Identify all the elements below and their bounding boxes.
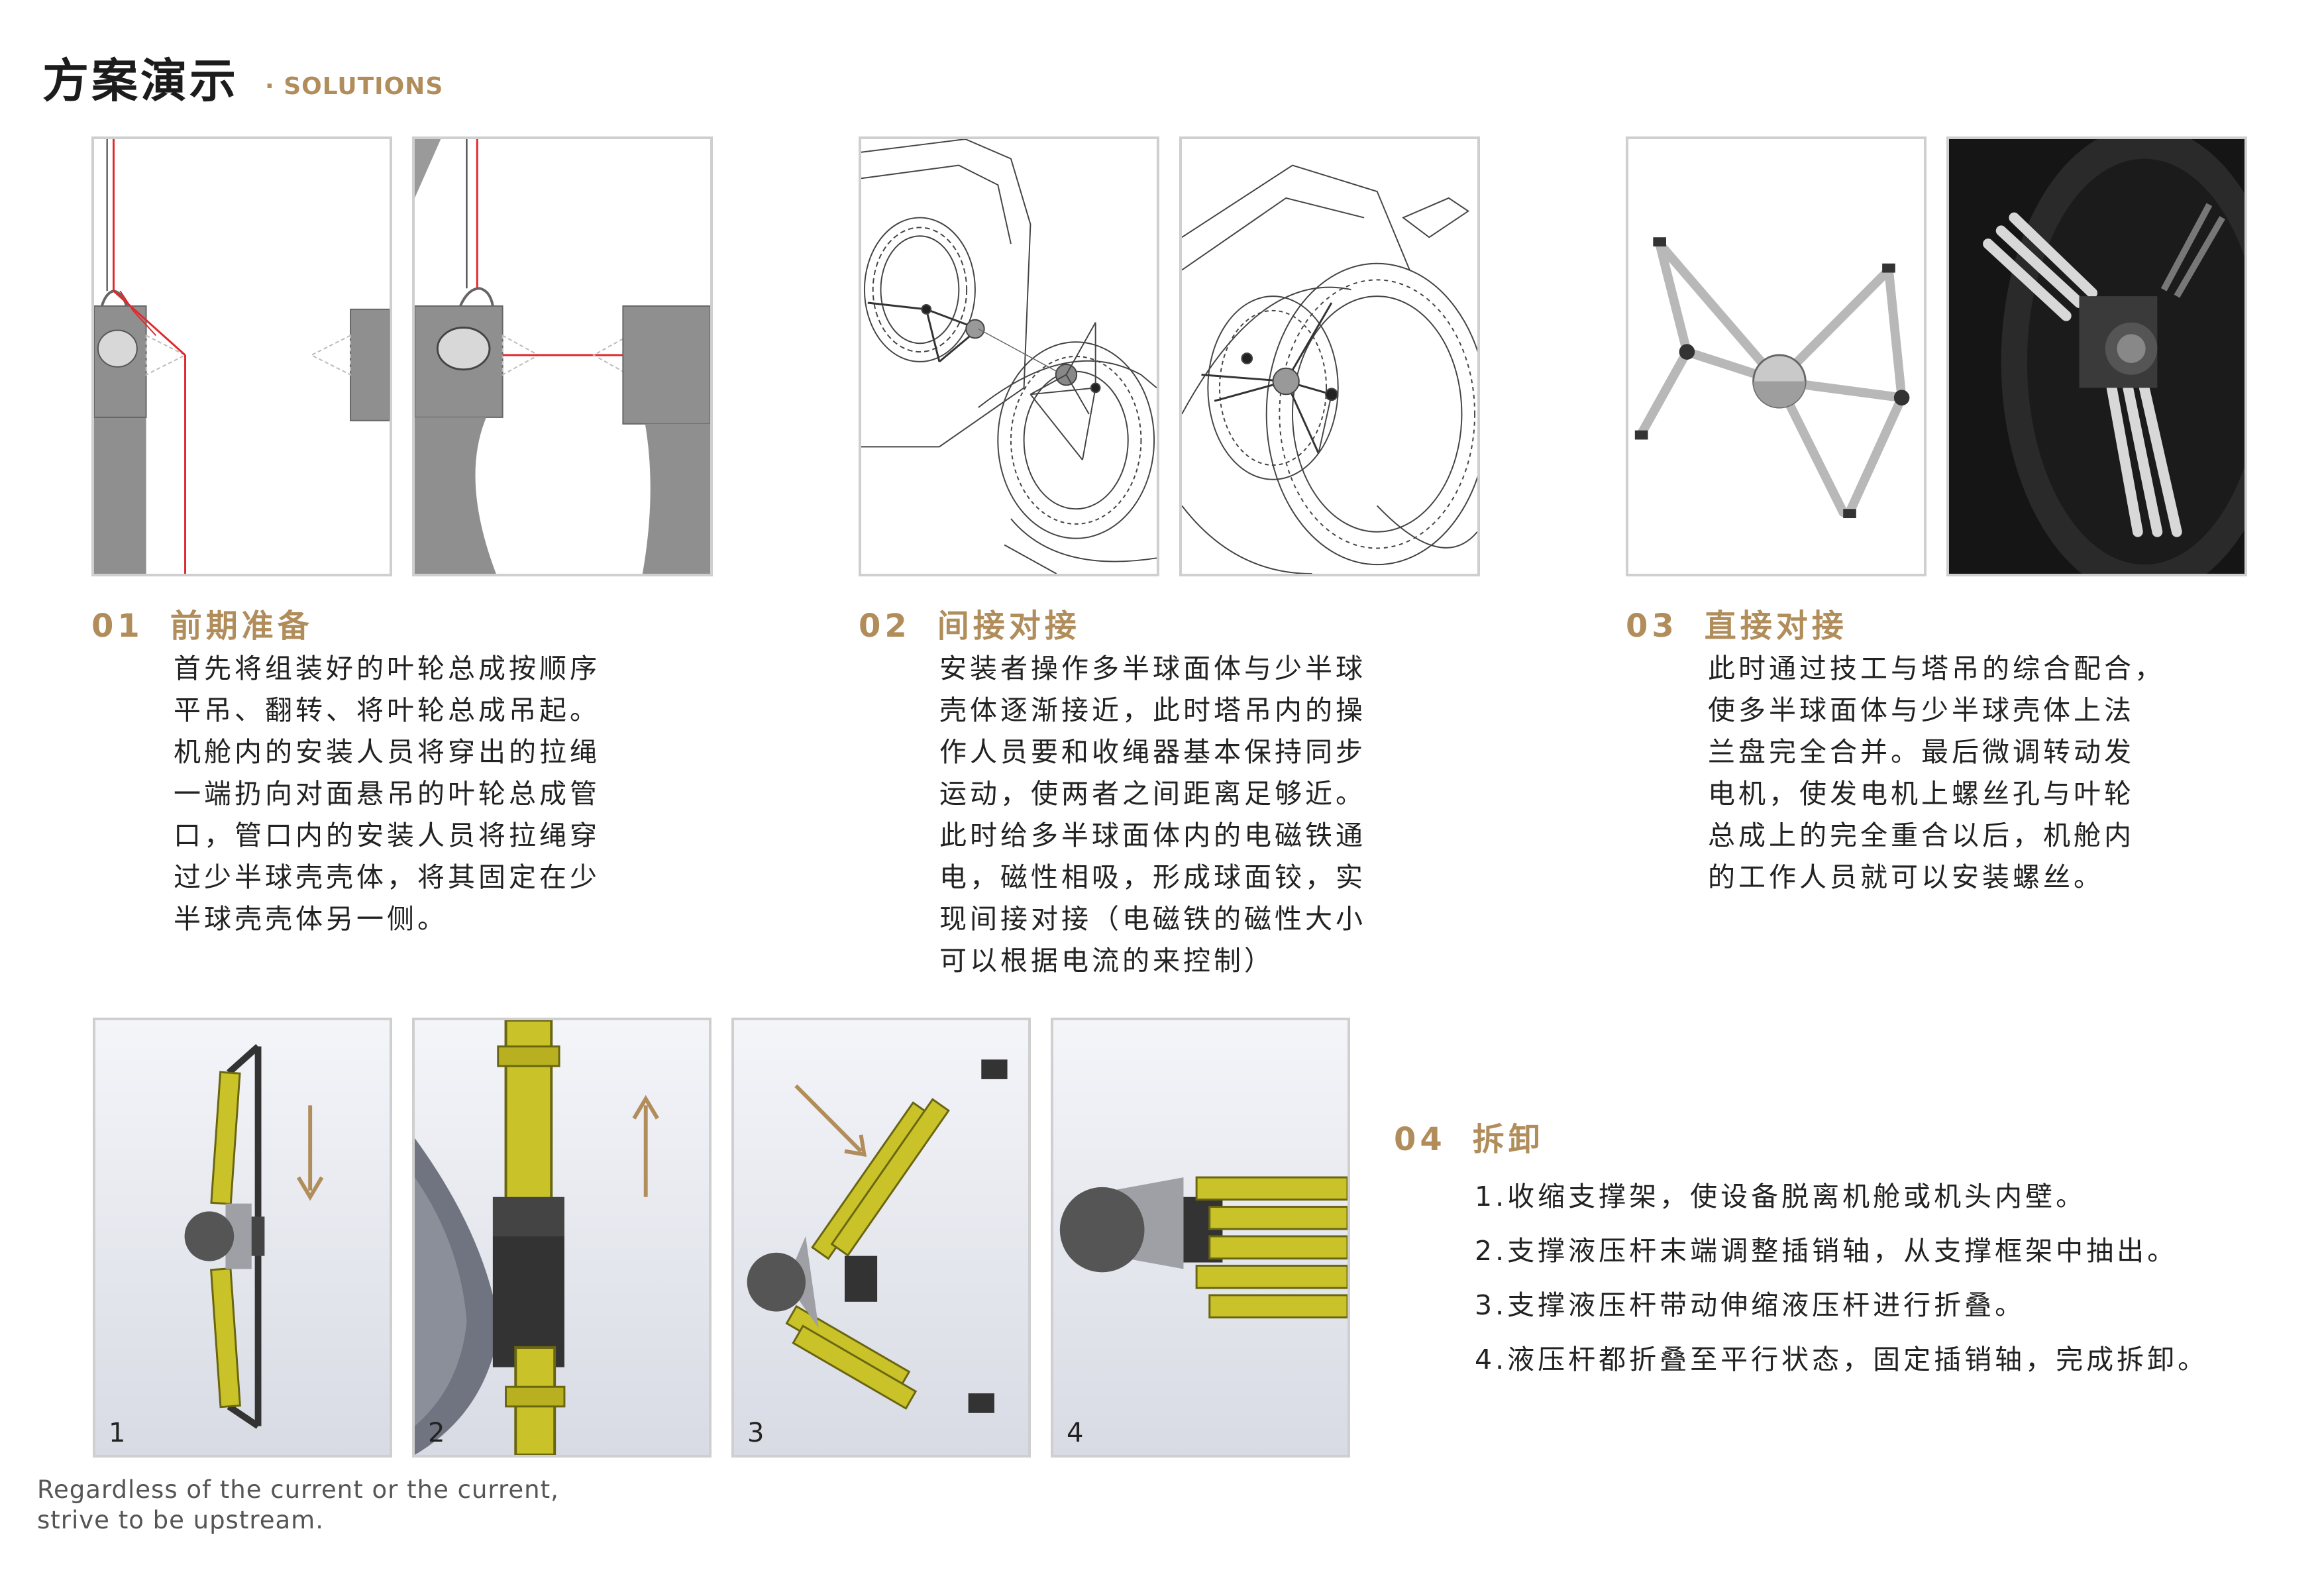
list-item: 1.收缩支撑架，使设备脱离机舱或机头内壁。 [1475,1181,2087,1212]
step-01-line: 机舱内的安装人员将穿出的拉绳 [174,736,600,768]
step-04-list: 1.收缩支撑架，使设备脱离机舱或机头内壁。 2.支撑液压杆末端调整插销轴，从支撑… [1475,1174,2208,1391]
step-02-line: 运动，使两者之间距离足够近。 [939,778,1366,810]
panel-number: 4 [1067,1418,1084,1448]
step-02-line: 此时给多半球面体内的电磁铁通 [939,820,1366,851]
step-03-line: 电机，使发电机上螺丝孔与叶轮 [1708,778,2135,810]
image-preparation-2 [412,136,713,576]
step-03-number: 03 [1626,608,1678,645]
step-01-title: 前期准备 [170,608,313,645]
step-02-heading: 02 间接对接 [859,600,1081,646]
step-02-line: 现间接对接（电磁铁的磁性大小 [939,903,1366,935]
step-03-text: 此时通过技工与塔吊的综合配合， 使多半球面体与少半球壳体上法 兰盘完全合并。最后… [1708,648,2165,898]
footer-line: Regardless of the current or the current… [37,1475,559,1504]
step-02-line: 壳体逐渐接近，此时塔吊内的操 [939,694,1366,726]
step-01-line: 平吊、翻转、将叶轮总成吊起。 [174,694,600,726]
step-01-line: 首先将组装好的叶轮总成按顺序 [174,653,600,684]
panel-number: 3 [747,1418,765,1448]
step-04-heading: 04 拆卸 [1394,1113,1544,1159]
step-01-line: 口，管口内的安装人员将拉绳穿 [174,820,600,851]
step-03-title: 直接对接 [1704,608,1848,645]
image-disassembly-3: 3 [731,1018,1031,1458]
image-direct-docking-2 [1946,136,2247,576]
image-disassembly-4: 4 [1051,1018,1350,1458]
step-02-number: 02 [859,608,911,645]
step-03-heading: 03 直接对接 [1626,600,1848,646]
step-01-number: 01 [91,608,144,645]
step-01-heading: 01 前期准备 [91,600,313,646]
page-title: 方案演示 [42,54,238,108]
step-02-title: 间接对接 [937,608,1081,645]
step-02-line: 作人员要和收绳器基本保持同步 [939,736,1366,768]
footer-quote: Regardless of the current or the current… [37,1475,559,1536]
step-03-line: 总成上的完全重合以后，机舱内 [1708,820,2135,851]
panel-number: 2 [428,1418,445,1448]
step-01-line: 一端扔向对面悬吊的叶轮总成管 [174,778,600,810]
list-item: 4.液压杆都折叠至平行状态，固定插销轴，完成拆卸。 [1475,1344,2209,1375]
footer-line: strive to be upstream. [37,1506,324,1534]
step-02-line: 电，磁性相吸，形成球面铰，实 [939,861,1366,893]
step-01-text: 首先将组装好的叶轮总成按顺序 平吊、翻转、将叶轮总成吊起。 机舱内的安装人员将穿… [174,648,600,940]
image-direct-docking-1 [1626,136,1927,576]
image-preparation-1 [91,136,392,576]
image-disassembly-1: 1 [93,1018,392,1458]
page-subtitle: · SOLUTIONS [265,73,444,100]
step-04-number: 04 [1394,1121,1446,1158]
step-03-line: 兰盘完全合并。最后微调转动发 [1708,736,2135,768]
list-item: 2.支撑液压杆末端调整插销轴，从支撑框架中抽出。 [1475,1235,2178,1267]
step-01-line: 半球壳壳体另一侧。 [174,903,448,935]
image-indirect-docking-2 [1179,136,1480,576]
image-indirect-docking-1 [859,136,1159,576]
step-02-line: 安装者操作多半球面体与少半球 [939,653,1366,684]
step-01-line: 过少半球壳壳体，将其固定在少 [174,861,600,893]
step-02-text: 安装者操作多半球面体与少半球 壳体逐渐接近，此时塔吊内的操 作人员要和收绳器基本… [939,648,1366,982]
step-03-line: 使多半球面体与少半球壳体上法 [1708,694,2135,726]
step-02-line: 可以根据电流的来控制） [939,945,1275,977]
step-03-line: 的工作人员就可以安装螺丝。 [1708,861,2104,893]
step-04-title: 拆卸 [1472,1121,1544,1158]
image-disassembly-2: 2 [412,1018,712,1458]
step-03-line: 此时通过技工与塔吊的综合配合， [1708,653,2165,684]
list-item: 3.支撑液压杆带动伸缩液压杆进行折叠。 [1475,1289,2026,1321]
panel-number: 1 [109,1418,126,1448]
